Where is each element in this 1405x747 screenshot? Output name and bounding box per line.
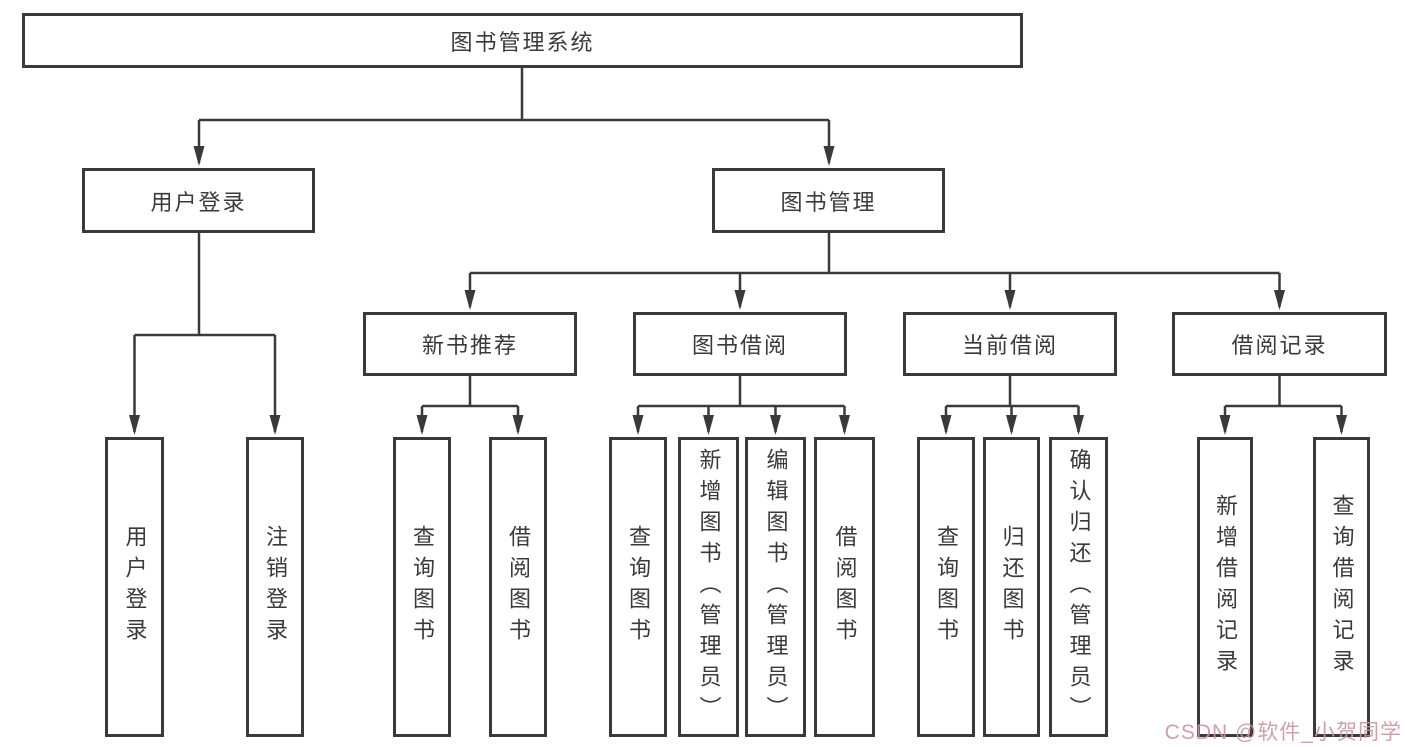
leaf-label: 借阅图书 (506, 525, 531, 649)
leaf-confirm-return-admin: 确认归还（管理员） (1049, 437, 1108, 737)
leaf-query-books-borrow: 查询图书 (609, 437, 667, 737)
leaf-borrow-books: 借阅图书 (814, 437, 875, 737)
leaf-label: 查询图书 (626, 525, 651, 649)
node-book-management-branch: 图书管理 (712, 168, 945, 233)
leaf-query-books-current: 查询图书 (917, 437, 975, 737)
edge-current-to-leaves (940, 376, 1084, 435)
edge-userlogin-to-leaves (129, 233, 281, 435)
leaf-return-books: 归还图书 (983, 437, 1040, 737)
leaf-label: 编辑图书（管理员） (763, 447, 789, 727)
leaf-add-books-admin: 新增图书（管理员） (678, 437, 739, 737)
leaf-label: 新增借阅记录 (1213, 494, 1238, 680)
node-root-system: 图书管理系统 (22, 13, 1023, 68)
edge-borrow-to-leaves (632, 376, 850, 435)
node-book-borrow: 图书借阅 (633, 312, 847, 376)
leaf-label: 查询借阅记录 (1329, 494, 1355, 680)
leaf-label: 归还图书 (999, 525, 1025, 649)
edge-newbooks-to-leaves (416, 376, 524, 435)
leaf-label: 用户登录 (122, 525, 148, 649)
node-user-login-branch: 用户登录 (82, 168, 315, 233)
leaf-label: 借阅图书 (832, 525, 858, 649)
leaf-query-books-recommend: 查询图书 (393, 437, 451, 737)
leaf-user-login: 用户登录 (105, 437, 164, 737)
edge-root-to-level2 (193, 68, 835, 166)
leaf-label: 注销登录 (263, 525, 288, 649)
node-borrow-records: 借阅记录 (1172, 312, 1387, 376)
leaf-add-borrow-record: 新增借阅记录 (1197, 437, 1253, 737)
leaf-query-borrow-record: 查询借阅记录 (1313, 437, 1370, 737)
node-new-book-recommend: 新书推荐 (363, 312, 577, 376)
edge-bookmgmt-to-level3 (464, 233, 1285, 310)
leaf-label: 新增图书（管理员） (696, 447, 722, 727)
node-current-borrow: 当前借阅 (903, 312, 1117, 376)
leaf-borrow-books-recommend: 借阅图书 (489, 437, 547, 737)
leaf-label: 确认归还（管理员） (1066, 447, 1092, 727)
leaf-label: 查询图书 (410, 525, 435, 649)
leaf-logout: 注销登录 (246, 437, 304, 737)
leaf-edit-books-admin: 编辑图书（管理员） (745, 437, 806, 737)
leaf-label: 查询图书 (934, 525, 959, 649)
edge-records-to-leaves (1219, 376, 1347, 435)
